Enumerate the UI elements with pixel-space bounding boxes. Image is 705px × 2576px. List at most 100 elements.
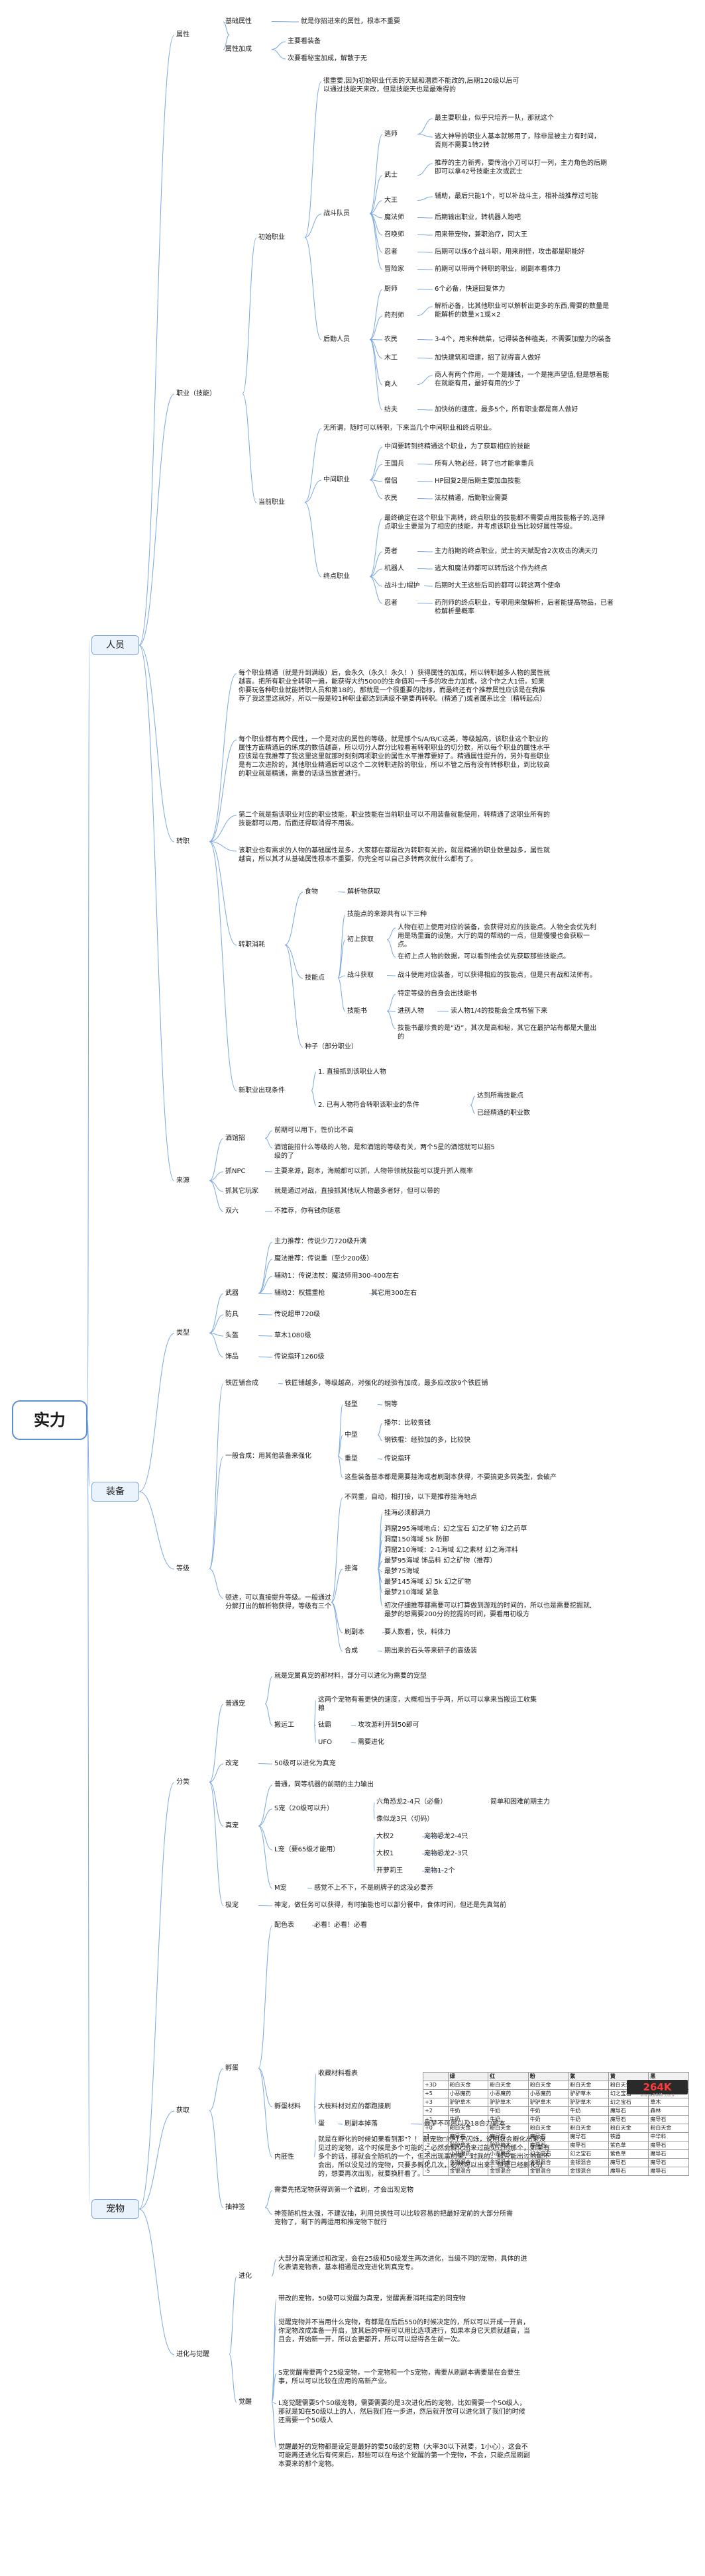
mindmap-node-e11[interactable]: 饰品 (225, 1353, 239, 1361)
mindmap-node-f5[interactable]: 铜等 (384, 1401, 398, 1408)
mindmap-node-c5[interactable]: 转职消耗 (239, 941, 265, 949)
mindmap-node-g0[interactable]: 分类 (176, 1778, 190, 1786)
mindmap-node-g11[interactable]: 真宠 (225, 1822, 239, 1829)
mindmap-node-b18[interactable]: 前期可以带两个转职的职业，刷副本看体力 (435, 266, 561, 273)
mindmap-node-b36[interactable]: 王国兵 (384, 460, 404, 468)
mindmap-node-g25[interactable]: 感觉不上不下，不是刷牌子的这没必要养 (314, 1884, 433, 1892)
main-branch-m1[interactable]: 人员 (91, 635, 139, 655)
mindmap-node-b9[interactable]: 大王 (384, 197, 398, 204)
mindmap-node-f18[interactable]: 洞窟210海域：2-1海域 幻之素材 幻之海洋料 (384, 1547, 518, 1554)
mindmap-node-c13[interactable]: 战斗获取 (347, 972, 374, 979)
mindmap-node-c3[interactable]: 第二个就是指该职业对应的职业技能，职业技能在当前职业可以不用装备就能使用，转精通… (239, 811, 550, 827)
mindmap-node-c0[interactable]: 转职 (176, 838, 190, 845)
mindmap-node-b21[interactable]: 6个必备，快速回复体力 (435, 285, 506, 293)
mindmap-node-b34[interactable]: 中间职业 (323, 476, 350, 484)
mindmap-node-d7[interactable]: 就是通过对战，直接抓其他玩人物最多者好，但可以带的 (274, 1188, 440, 1195)
mindmap-node-f15[interactable]: 挂海必须都满力 (384, 1510, 431, 1517)
mindmap-node-i1[interactable]: 进化 (239, 2273, 252, 2280)
mindmap-node-b5[interactable]: 最主要职业，似乎只培养一队，那就这个 (435, 115, 554, 122)
mindmap-node-d6[interactable]: 抓其它玩家 (225, 1188, 258, 1195)
mindmap-node-g8[interactable]: 需要进化 (358, 1739, 384, 1746)
mindmap-node-h0[interactable]: 获取 (176, 2107, 190, 2114)
mindmap-node-b19[interactable]: 后勤人员 (323, 336, 350, 343)
mindmap-node-b48[interactable]: 战斗士/帽护 (384, 582, 420, 590)
mindmap-node-a2[interactable]: 基础属性 (225, 18, 252, 25)
mindmap-node-f1[interactable]: 铁匠铺合成 (225, 1380, 258, 1387)
mindmap-node-c11[interactable]: 人物在初上使用对应的装备，会获得对应的技能点。人物全会优先利用是场里面的设施，大… (398, 924, 596, 949)
mindmap-node-g12[interactable]: 普通，同等机器的前期的主力输出 (274, 1781, 374, 1788)
mindmap-node-h5[interactable]: 收藏材料看表 (318, 2070, 358, 2077)
mindmap-node-c22[interactable]: 1. 直接抓到该职业人物 (318, 1068, 386, 1076)
mindmap-node-f8[interactable]: 钢铁棍：经验加的多，比较快 (384, 1437, 470, 1444)
mindmap-node-f19[interactable]: 最梦95海域 饰品料 幻之矿物（推荐） (384, 1557, 497, 1565)
mindmap-node-b11[interactable]: 魔法师 (384, 214, 404, 221)
mindmap-node-c6[interactable]: 食物 (305, 888, 318, 896)
mindmap-node-b20[interactable]: 厨师 (384, 285, 398, 293)
mindmap-node-b8[interactable]: 推荐的主力新秀，要传治小刀可以打一列，主力角色的后期即可以拿42号技能主次或武士 (435, 160, 607, 176)
mindmap-node-c20[interactable]: 种子（部分职业） (305, 1043, 358, 1051)
root-node[interactable]: 实力 (12, 1400, 87, 1440)
mindmap-node-f25[interactable]: 要人数看，快，料体力 (384, 1629, 451, 1636)
mindmap-node-f21[interactable]: 最梦145海域 幻 5k 幻之矿物 (384, 1578, 471, 1586)
mindmap-node-g2[interactable]: 就是宠属真宠的那材料，部分可以进化为需要的宠型 (274, 1673, 427, 1680)
mindmap-node-b44[interactable]: 勇者 (384, 548, 398, 555)
mindmap-node-h3[interactable]: 必看！必看！必看 (314, 1922, 367, 1929)
mindmap-node-h14[interactable]: 神签随机性太强，不建议抽，利用兑换性可以比较容易的把最好宠前的大部分所需宠物了，… (274, 2210, 513, 2226)
mindmap-node-g27[interactable]: 神宠，做任务可以获得，有时抽能也可以部分餐中，食体时间，但还是先真驾前 (274, 1902, 506, 1909)
mindmap-node-b49[interactable]: 后期时大王这些后司的都可以转这两个使命 (435, 582, 561, 590)
mindmap-node-g10[interactable]: 50级可以进化为真宠 (274, 1760, 336, 1767)
mindmap-node-c19[interactable]: 技能书最珍贵的是“迈”，其次是高和秘，其它在最护站有都是大量出的 (398, 1025, 597, 1041)
mindmap-node-h2[interactable]: 配色表 (274, 1922, 294, 1929)
mindmap-node-d2[interactable]: 前期可以用下，性价比不高 (274, 1127, 354, 1134)
mindmap-node-c1[interactable]: 每个职业精通（就是升到满级）后，会永久（永久！永久！）获得属性的加成，所以转职越… (239, 670, 550, 703)
mindmap-node-f23[interactable]: 初次仔细推荐都需要可以打算做到游戏的时间的，所以也是需要挖掘就,最梦的想需要20… (384, 1602, 592, 1618)
mindmap-node-b35[interactable]: 中间要转到终精通这个职业，为了获取相应的技能 (384, 443, 530, 450)
mindmap-node-b14[interactable]: 用来带宠物，兼职治疗，同大王 (435, 231, 527, 238)
mindmap-node-b41[interactable]: 法杖精通，后勤职业需要 (435, 495, 508, 502)
mindmap-node-g22[interactable]: 开萝莉王 (376, 1867, 403, 1875)
mindmap-node-f20[interactable]: 最梦75海域 (384, 1568, 419, 1575)
mindmap-node-g14[interactable]: 六角恐龙2-4只（必备） (376, 1798, 447, 1806)
mindmap-node-f13[interactable]: 不同重，自动，相打接，以下是推荐挂海地点 (345, 1494, 477, 1501)
mindmap-node-c15[interactable]: 技能书 (347, 1007, 367, 1015)
mindmap-node-e2[interactable]: 主力推荐：传说少刀720级升满 (274, 1238, 367, 1245)
mindmap-node-i0[interactable]: 进化与觉醒 (176, 2351, 209, 2358)
mindmap-node-e1[interactable]: 武器 (225, 1290, 239, 1297)
mindmap-node-f9[interactable]: 重型 (345, 1455, 358, 1463)
mindmap-node-c12[interactable]: 在初上点人物的数据，可以看到他会优先获取那些技能点。 (398, 953, 570, 960)
mindmap-node-g20[interactable]: 大权1 (376, 1850, 394, 1857)
mindmap-node-g19[interactable]: 宠物恐龙2-4只 (424, 1833, 468, 1840)
mindmap-node-g1[interactable]: 普通宠 (225, 1700, 245, 1708)
mindmap-node-c16[interactable]: 特定等级的自身会出技能书 (398, 990, 477, 998)
mindmap-node-f6[interactable]: 中型 (345, 1431, 358, 1439)
mindmap-node-i3[interactable]: 觉醒 (239, 2398, 252, 2406)
mindmap-node-a6[interactable]: 次要看秘宝加成，解散于无 (288, 55, 367, 62)
mindmap-node-d9[interactable]: 不推荐，你有钱你随意 (274, 1208, 341, 1215)
mindmap-node-h1[interactable]: 孵蛋 (225, 2065, 239, 2072)
mindmap-node-g24[interactable]: M宠 (274, 1884, 287, 1892)
mindmap-node-f16[interactable]: 洞窟295海域地点：幻之宝石 幻之矿物 幻之药草 (384, 1525, 527, 1533)
mindmap-node-b50[interactable]: 忍者 (384, 599, 398, 607)
mindmap-node-b2[interactable]: 很重要,因为初始职业代表的天赋和潜质不能改的,后期120级以后可以通过技能天来改… (323, 77, 519, 93)
mindmap-node-b7[interactable]: 武士 (384, 172, 398, 179)
mindmap-node-b29[interactable]: 商人有两个作用，一个是赚钱，一个是拖声望值,但是想着能在就能有用，最好有用的少了 (435, 372, 610, 387)
mindmap-node-c24[interactable]: 达到所需技能点 (477, 1092, 523, 1100)
mindmap-node-b26[interactable]: 木工 (384, 354, 398, 362)
mindmap-node-h10[interactable]: 内胚性 (274, 2153, 294, 2161)
mindmap-node-a1[interactable]: 属性 (176, 31, 190, 38)
mindmap-node-c18[interactable]: 读人物1/4的技能会全成书留下来 (451, 1007, 548, 1015)
mindmap-node-g16[interactable]: 像似龙3只（切码） (376, 1816, 434, 1823)
mindmap-node-e3[interactable]: 魔法推荐：传说重（至少200级） (274, 1255, 374, 1262)
mindmap-node-b28[interactable]: 商人 (384, 381, 398, 388)
mindmap-node-a4[interactable]: 属性加成 (225, 46, 252, 53)
mindmap-node-d0[interactable]: 来源 (176, 1177, 190, 1184)
mindmap-node-c14[interactable]: 战斗使用对应装备，可以获得相应的技能点，但是只有战和法师有。 (398, 972, 596, 979)
mindmap-node-c9[interactable]: 技能点的来源共有以下三种 (347, 911, 427, 918)
mindmap-node-d1[interactable]: 酒馆招 (225, 1135, 245, 1142)
mindmap-node-c17[interactable]: 进别人物 (398, 1007, 424, 1015)
mindmap-node-b17[interactable]: 冒险家 (384, 266, 404, 273)
mindmap-node-b39[interactable]: HP回复2是后期主要加血技能 (435, 478, 521, 485)
mindmap-node-b42[interactable]: 终点职业 (323, 573, 350, 580)
mindmap-node-e5[interactable]: 辅助2：权擂重枪 (274, 1290, 325, 1297)
mindmap-node-f11[interactable]: 这些装备基本都是需要挂海或者刷副本获得，不要搞更多同类型，会破产 (345, 1474, 557, 1481)
